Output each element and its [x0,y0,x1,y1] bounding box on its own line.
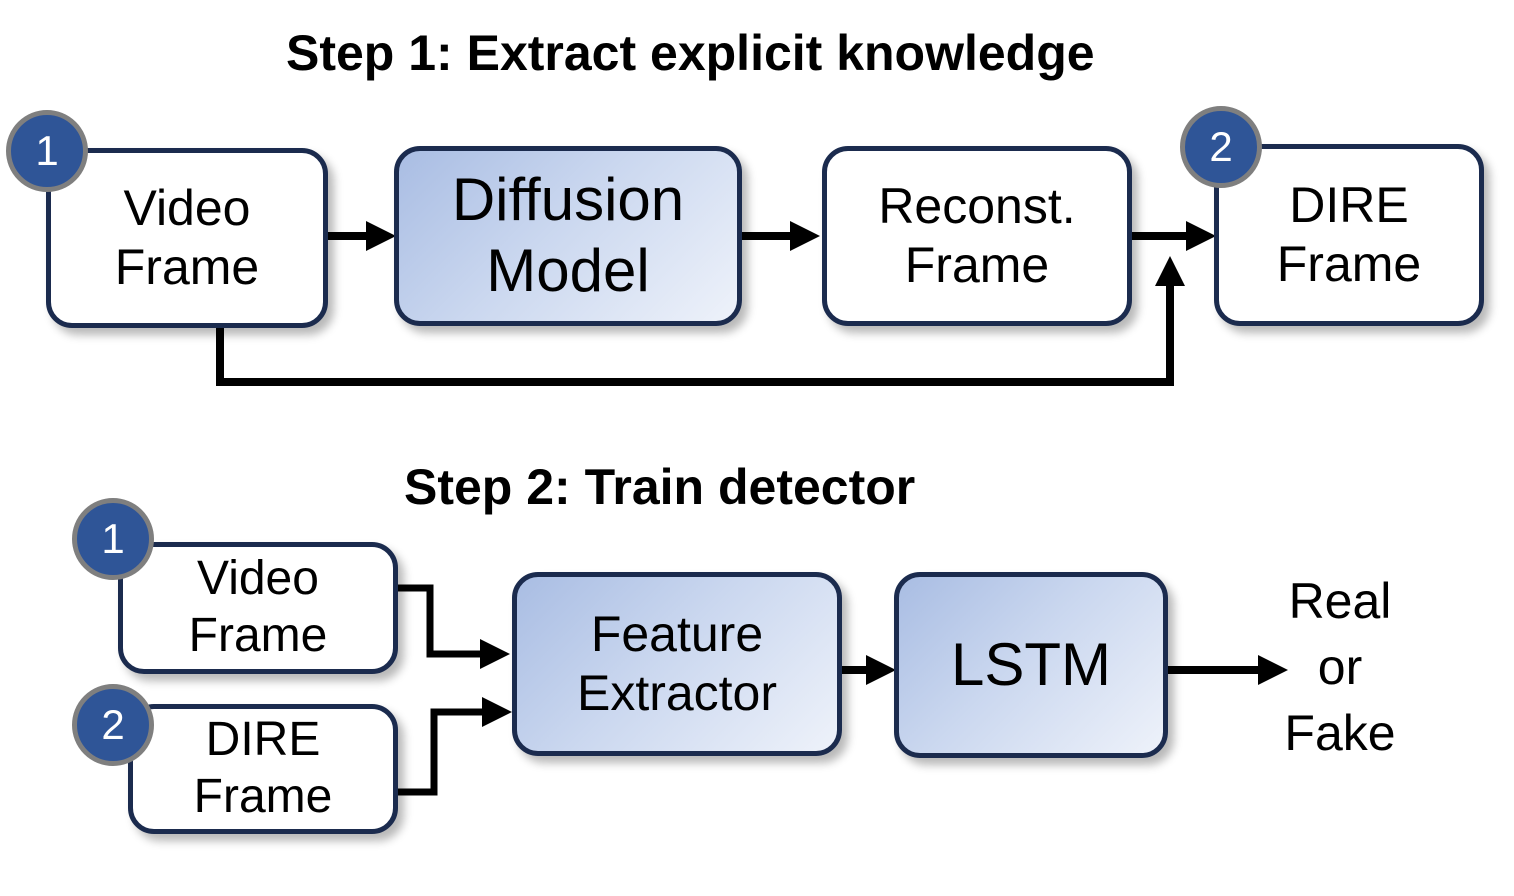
output-line3: Fake [1284,705,1396,761]
step2-dire-frame-line1: DIRE [205,713,321,767]
reconst-frame-line1: Reconst. [878,178,1076,234]
arrow-video-to-feature [398,584,510,669]
feature-extractor-line2: Extractor [576,665,778,721]
step2-badge-2: 2 [72,684,154,766]
badge-1: 1 [6,110,88,192]
dire-frame-box: DIRE Frame [1214,144,1484,326]
step2-video-frame-line1: Video [197,552,319,606]
video-frame-line2: Frame [114,239,260,295]
reconst-frame-line2: Frame [904,237,1050,293]
step1-title: Step 1: Extract explicit knowledge [286,25,1095,81]
video-frame-box: Video Frame [46,148,328,328]
diffusion-model-line1: Diffusion [451,166,685,234]
output-label: Real or Fake [1270,568,1410,766]
step2-title: Step 2: Train detector [404,459,916,515]
arrow-video-bypass-to-dire [216,256,1185,386]
diffusion-model-box: Diffusion Model [394,146,742,326]
step2-video-frame-line2: Frame [188,609,328,662]
step2-badge-1: 1 [72,498,154,580]
arrow-dire-to-feature [398,697,512,796]
reconst-frame-box: Reconst. Frame [822,146,1132,326]
feature-extractor-line1: Feature [590,606,764,662]
output-line2: or [1317,639,1363,695]
feature-extractor-box: Feature Extractor [512,572,842,756]
dire-frame-line2: Frame [1276,236,1422,292]
step2-dire-frame-box: DIRE Frame [128,704,398,834]
diffusion-model-line2: Model [486,237,650,304]
lstm-box: LSTM [894,572,1168,758]
step2-dire-frame-line2: Frame [193,770,333,823]
dire-frame-line1: DIRE [1289,177,1409,233]
step2-video-frame-box: Video Frame [118,542,398,674]
badge-2: 2 [1180,106,1262,188]
output-line1: Real [1288,573,1392,629]
video-frame-line1: Video [123,180,251,236]
lstm-label: LSTM [950,630,1112,698]
